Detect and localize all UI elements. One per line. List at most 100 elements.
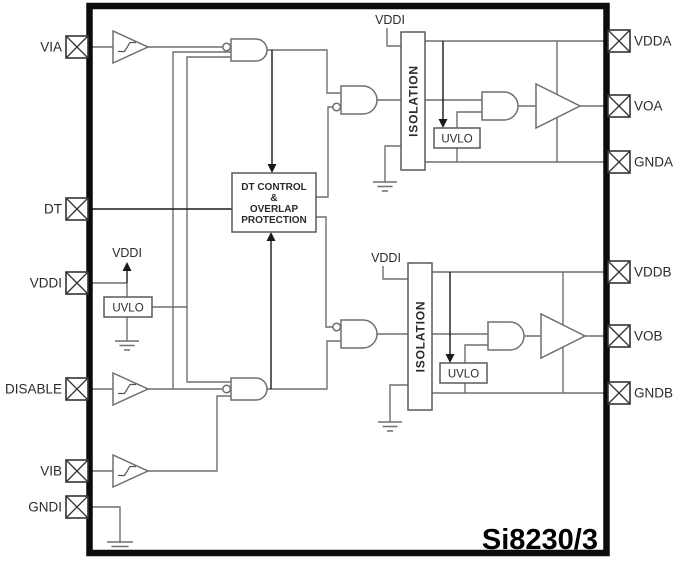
vddi-rail-label: VDDI bbox=[112, 246, 142, 260]
and-gate-icon bbox=[340, 85, 378, 115]
and-gate-icon bbox=[230, 38, 268, 62]
wire-uvlo-b-to-gate6 bbox=[464, 344, 488, 363]
schmitt-buffer-vib bbox=[112, 453, 150, 489]
part-number-label: Si8230/3 bbox=[482, 524, 598, 556]
wire-gndi-to-ground bbox=[89, 506, 121, 542]
isolation-b-label: ISOLATION bbox=[414, 301, 428, 373]
vddi-iso-b-label: VDDI bbox=[371, 251, 401, 265]
wire-gate1-uvlo-crosslink bbox=[186, 56, 231, 383]
invert-bubble-icon bbox=[332, 102, 342, 112]
ground-icon bbox=[107, 541, 133, 552]
buffer-triangle bbox=[112, 29, 150, 65]
wire-vddi-a-drop bbox=[386, 28, 401, 47]
dt-block-line-4: PROTECTION bbox=[241, 215, 307, 226]
and-gate-output-b bbox=[487, 321, 525, 351]
isolation-a-label: ISOLATION bbox=[407, 65, 421, 137]
pin-label-via: VIA bbox=[40, 40, 62, 55]
x-box-pin-icon bbox=[607, 381, 631, 405]
chip-outline bbox=[86, 2, 610, 557]
x-box-pin-icon bbox=[65, 377, 89, 401]
pin-vib bbox=[65, 459, 89, 483]
amplifier-triangle-icon bbox=[540, 312, 587, 360]
pin-gnda bbox=[607, 150, 631, 174]
down-arrow-icon bbox=[438, 119, 448, 128]
x-box-pin-icon bbox=[607, 94, 631, 118]
wire-gate3-out-to-gate4 bbox=[267, 340, 341, 390]
down-arrow-icon bbox=[445, 354, 455, 363]
wire-isolation-b-ground-stub bbox=[389, 384, 408, 422]
x-box-pin-icon bbox=[607, 260, 631, 284]
pin-vddb bbox=[607, 260, 631, 284]
isolation-block-a bbox=[400, 31, 426, 171]
pin-label-vddb: VDDB bbox=[634, 265, 672, 280]
uvlo-block-a bbox=[433, 127, 481, 149]
pin-label-vob: VOB bbox=[634, 329, 663, 344]
pin-label-vddi: VDDI bbox=[30, 276, 62, 291]
pin-label-voa: VOA bbox=[634, 99, 663, 114]
dt-block-line-3: OVERLAP bbox=[250, 204, 299, 215]
pin-vdda bbox=[607, 29, 631, 53]
and-gate-channel-a-input bbox=[222, 38, 268, 62]
isolation-block-b bbox=[407, 262, 433, 411]
up-arrow-icon bbox=[266, 232, 276, 241]
pin-disable bbox=[65, 377, 89, 401]
and-gate-channel-a-drive bbox=[332, 85, 378, 115]
x-box-pin-icon bbox=[65, 271, 89, 295]
hysteresis-icon bbox=[118, 41, 136, 53]
and-gate-channel-b-drive bbox=[332, 319, 378, 349]
uvlo-block-b bbox=[439, 362, 488, 384]
schmitt-buffer-via bbox=[112, 29, 150, 65]
wire-uvlo-a-to-gate5 bbox=[456, 111, 482, 128]
x-box-pin-icon bbox=[607, 29, 631, 53]
wire-gate1-out-to-gate2 bbox=[267, 49, 341, 94]
ground-icon bbox=[378, 421, 402, 432]
pin-vob bbox=[607, 324, 631, 348]
x-box-pin-icon bbox=[65, 495, 89, 519]
ground-icon bbox=[115, 340, 139, 351]
hysteresis-icon bbox=[118, 465, 136, 477]
pin-gndi bbox=[65, 495, 89, 519]
hysteresis-icon bbox=[118, 383, 136, 395]
dt-control-block bbox=[231, 172, 317, 233]
signal-wires bbox=[89, 28, 608, 542]
x-box-pin-icon bbox=[607, 150, 631, 174]
invert-bubble-icon bbox=[332, 322, 342, 332]
wire-vddi-b-drop bbox=[382, 266, 408, 280]
and-gate-channel-b-input bbox=[222, 377, 268, 401]
invert-bubble-icon bbox=[222, 384, 232, 394]
vddi-iso-a-label: VDDI bbox=[375, 13, 405, 27]
pin-dt bbox=[65, 197, 89, 221]
pin-gndb bbox=[607, 381, 631, 405]
invert-bubble-icon bbox=[222, 42, 232, 52]
wire-dtbox-to-gate2-bubble bbox=[316, 106, 333, 198]
wire-isolation-a-ground-stub bbox=[384, 145, 401, 182]
pin-label-gndi: GNDI bbox=[28, 500, 62, 515]
down-arrow-icon bbox=[267, 164, 277, 173]
x-box-pin-icon bbox=[65, 197, 89, 221]
pin-label-gnda: GNDA bbox=[634, 155, 673, 170]
x-box-pin-icon bbox=[65, 35, 89, 59]
buffer-triangle bbox=[112, 453, 150, 489]
dt-block-line-2: & bbox=[270, 193, 277, 204]
pin-label-dt: DT bbox=[44, 202, 62, 217]
amplifier-triangle-icon bbox=[535, 82, 582, 130]
wire-dtbox-to-gate4-bubble bbox=[316, 216, 333, 328]
up-arrow-icon bbox=[122, 262, 132, 271]
and-gate-icon bbox=[487, 321, 525, 351]
pin-label-disable: DISABLE bbox=[5, 382, 62, 397]
and-gate-icon bbox=[230, 377, 268, 401]
pin-vddi bbox=[65, 271, 89, 295]
accent-wires bbox=[89, 41, 455, 389]
wire-gate1-disable-branch bbox=[172, 51, 231, 389]
pin-label-gndb: GNDB bbox=[634, 386, 673, 401]
uvlo-block-input bbox=[103, 296, 153, 318]
pin-label-vib: VIB bbox=[40, 464, 62, 479]
uvlo-b-label: UVLO bbox=[448, 369, 479, 381]
schmitt-buffer-disable bbox=[112, 371, 150, 407]
uvlo-input-label: UVLO bbox=[112, 303, 143, 315]
buffer-triangle bbox=[112, 371, 150, 407]
and-gate-output-a bbox=[481, 91, 519, 121]
ground-icon bbox=[373, 181, 397, 192]
